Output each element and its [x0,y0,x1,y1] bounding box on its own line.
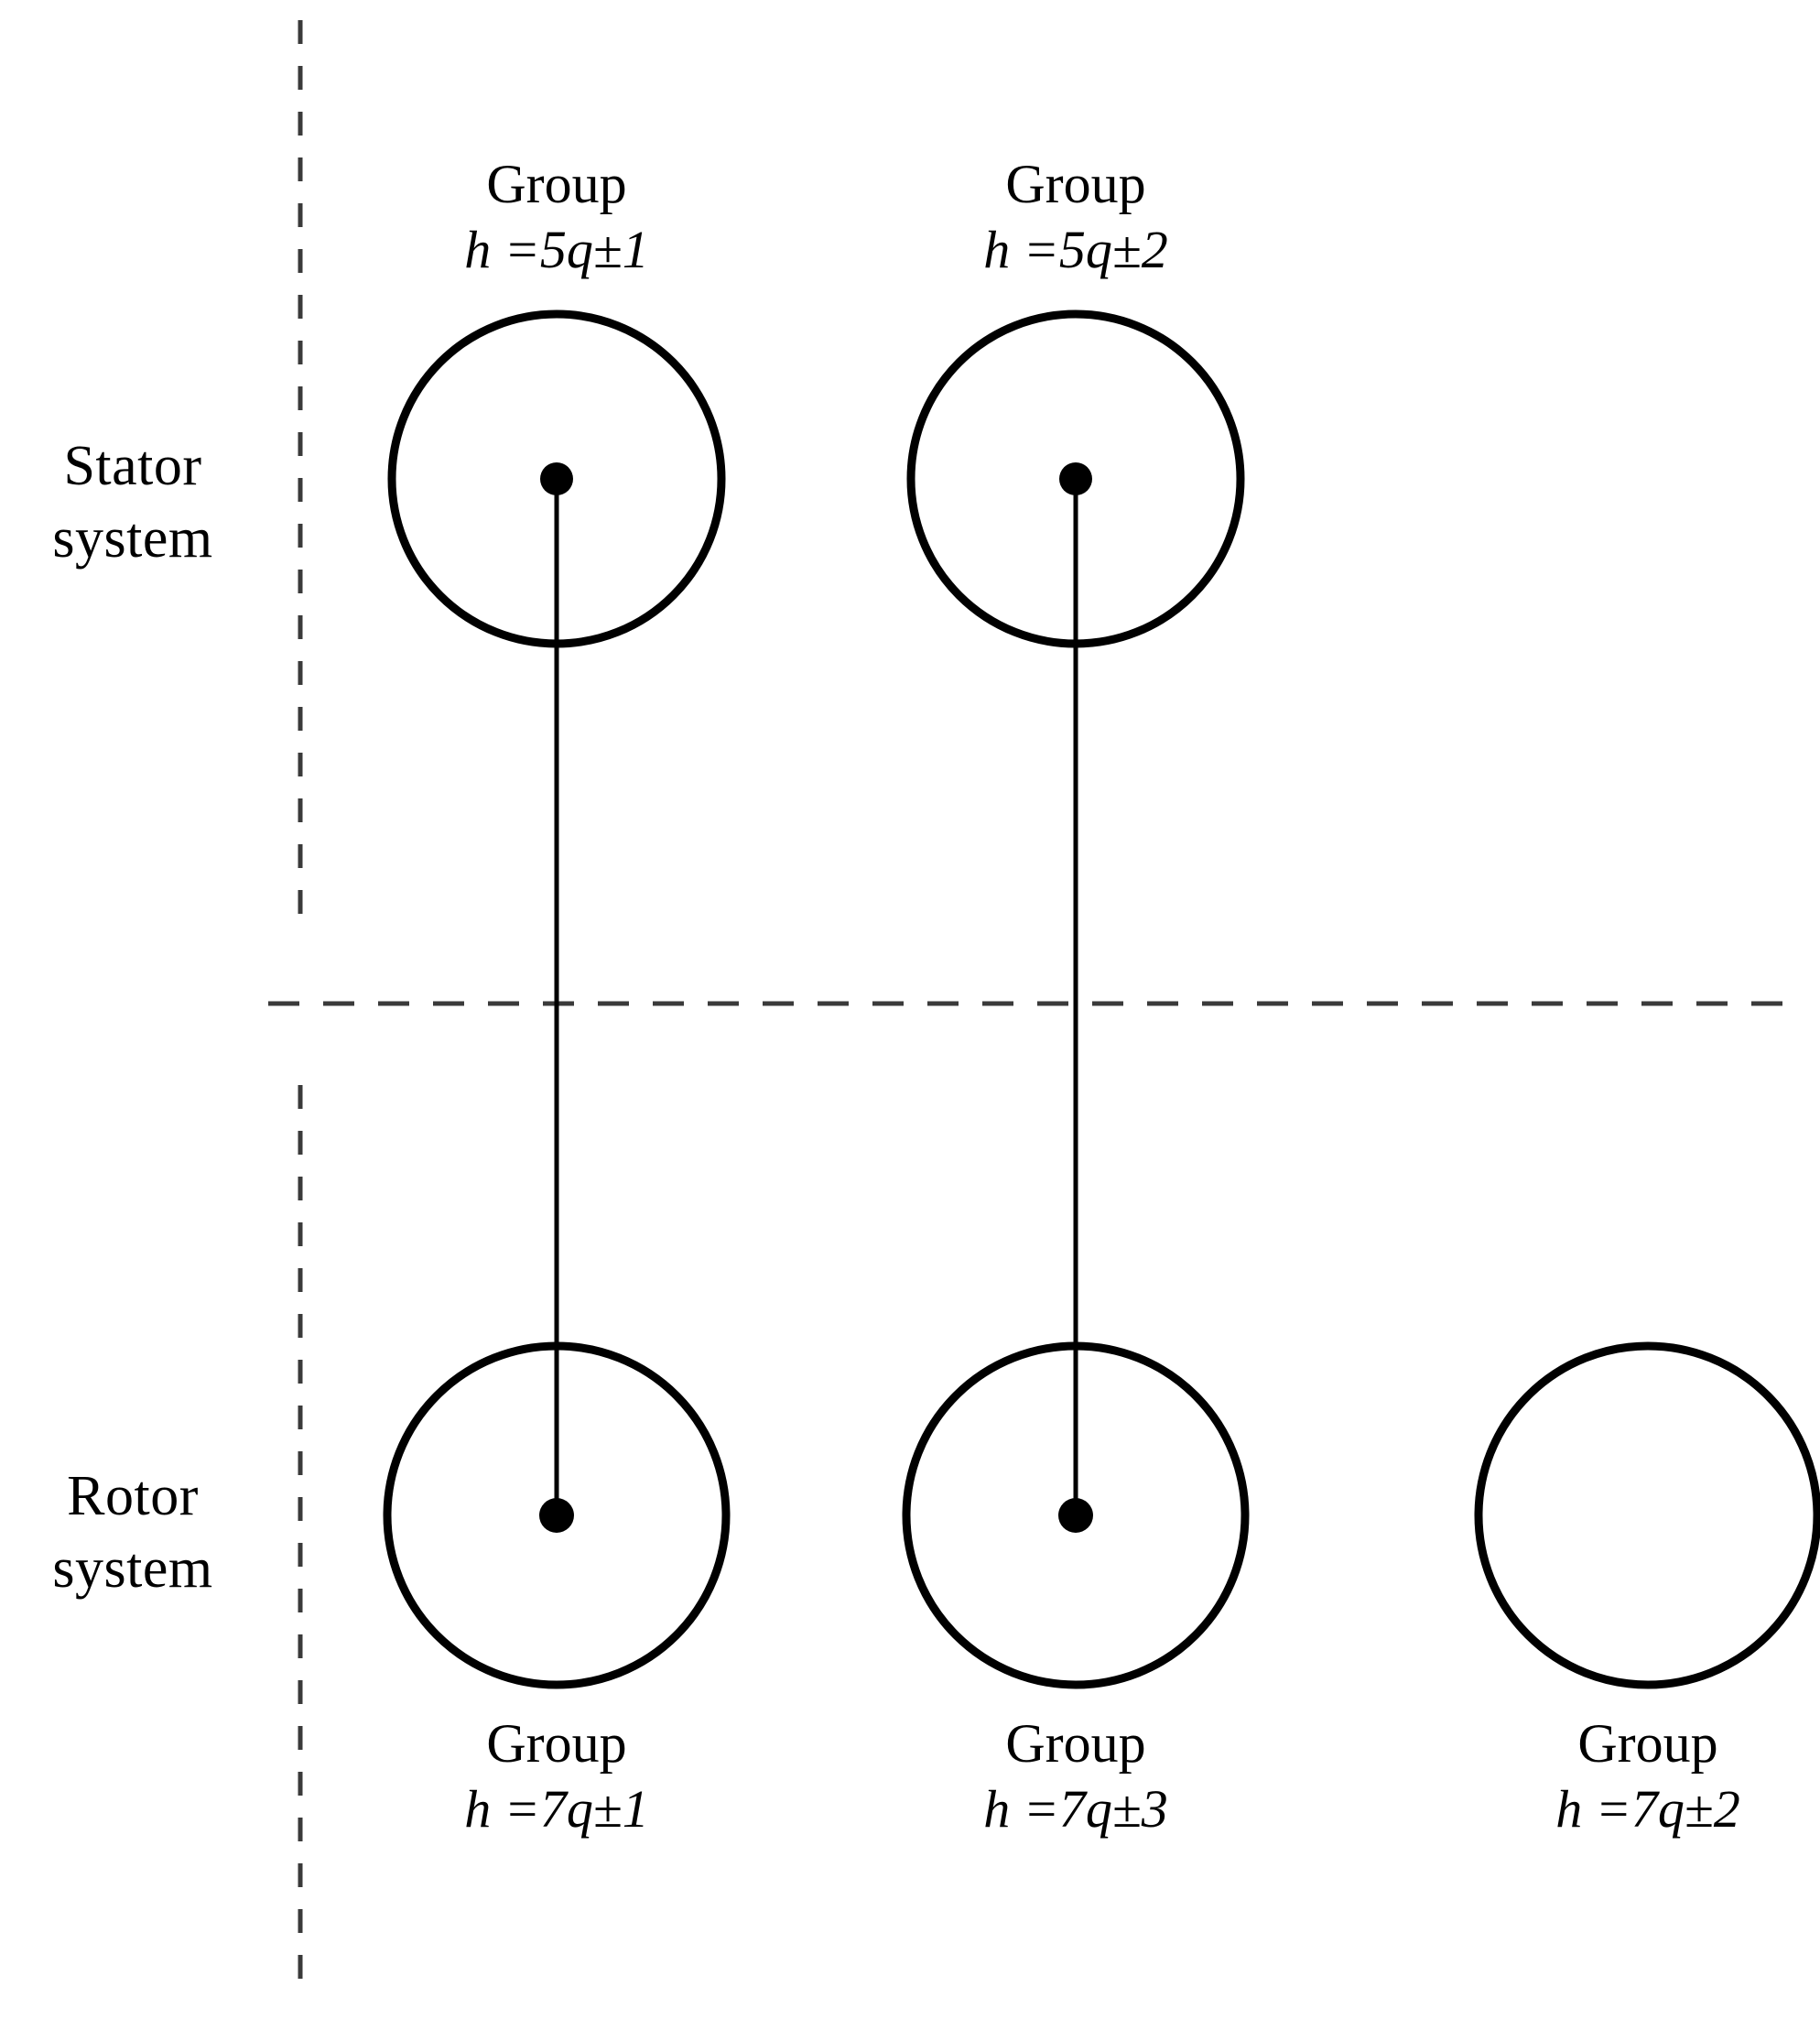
rotor-group-1-circle[interactable] [383,1341,731,1689]
rotor-group-3-formula: h =7q±2 [1555,1779,1740,1840]
stator-group-1-formula: h =5q±1 [464,220,649,280]
stator-group-1-center-dot [540,462,573,495]
stator-group-1-title: Group [486,154,627,214]
rotor-group-1-center-dot [539,1498,574,1533]
rotor-group-2-title: Group [1005,1713,1146,1774]
rotor-system-label: Rotor system [52,1465,213,1601]
rotor-group-2-label: Group h =7q±3 [865,1710,1286,1842]
stator-group-2-circle[interactable] [906,309,1245,648]
rotor-group-2-formula: h =7q±3 [983,1779,1168,1840]
stator-group-2-formula: h =5q±2 [983,220,1168,280]
rotor-group-2-circle[interactable] [902,1341,1250,1689]
stator-group-2-title: Group [1005,154,1146,214]
rotor-group-3-circle[interactable] [1474,1341,1820,1689]
rotor-group-3-title: Group [1577,1713,1718,1774]
stator-group-1-circle[interactable] [387,309,726,648]
stator-system-label: Stator system [52,435,213,570]
stator-group-2-center-dot [1059,462,1092,495]
rotor-group-2-center-dot [1058,1498,1093,1533]
stator-group-1-label: Group h =5q±1 [346,151,767,283]
stator-group-2-label: Group h =5q±2 [865,151,1286,283]
rotor-group-1-title: Group [486,1713,627,1774]
rotor-group-1-formula: h =7q±1 [464,1779,649,1840]
rotor-group-3-label: Group h =7q±2 [1437,1710,1820,1842]
rotor-group-1-label: Group h =7q±1 [346,1710,767,1842]
